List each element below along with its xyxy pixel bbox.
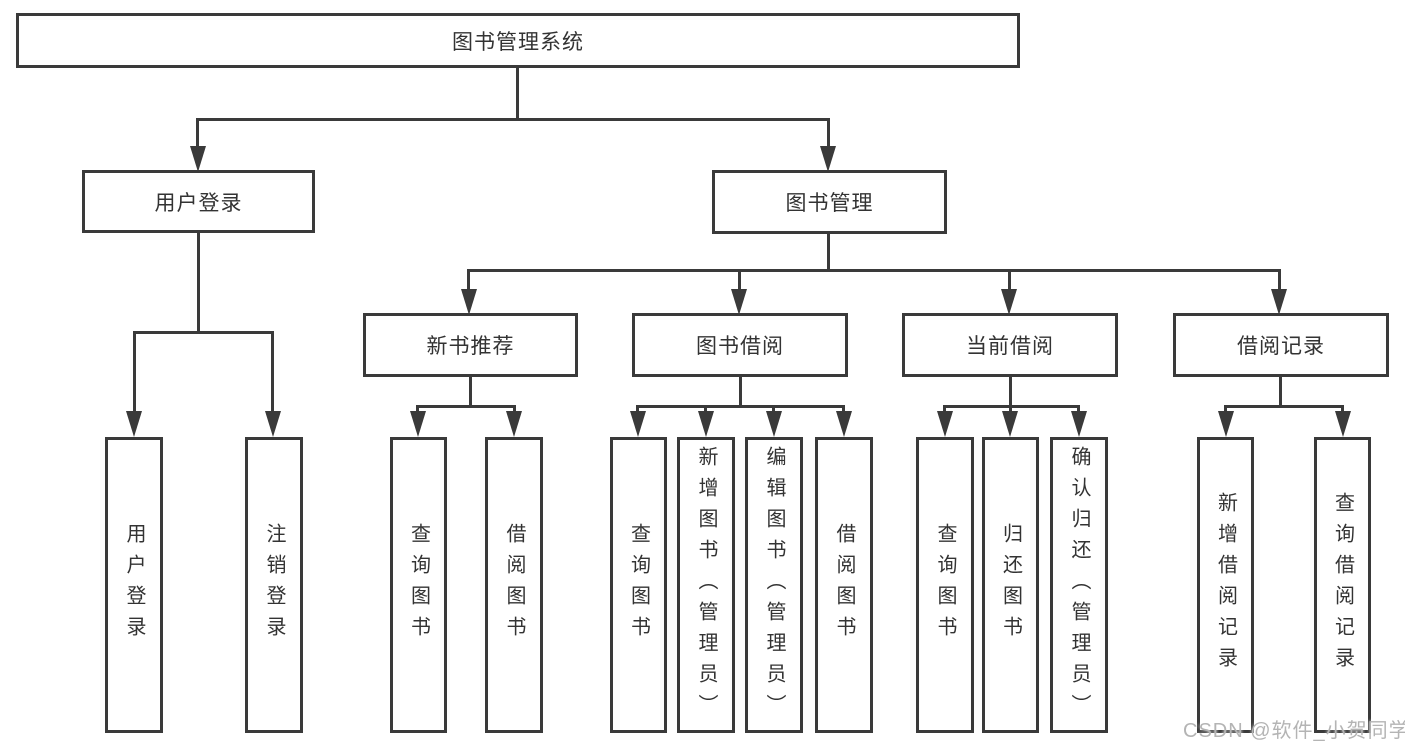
leaf-query-books-1-label: 查询图书 [407,523,430,647]
leaf-confirm-return-admin: 确认归还（管理员） [1050,437,1108,733]
connector-user-stub-right [271,331,274,415]
connector-mgmt-stub-1 [467,269,470,291]
leaf-query-borrow-record: 查询借阅记录 [1314,437,1371,733]
csdn-watermark: CSDN @软件_小贺同学 [1183,720,1405,742]
leaf-return-book: 归还图书 [982,437,1039,733]
node-book-borrow: 图书借阅 [632,313,848,377]
leaf-add-borrow-record-label: 新增借阅记录 [1214,492,1237,678]
node-book-management: 图书管理 [712,170,947,234]
connector-g4-vertical [1279,377,1282,407]
connector-g3-stub-2 [1009,405,1012,415]
leaf-query-books-2: 查询图书 [610,437,667,733]
connector-g2-stub-3 [772,405,775,415]
node-root: 图书管理系统 [16,13,1020,68]
node-root-label: 图书管理系统 [452,30,584,54]
arrowhead-g3-leaf-3 [1071,411,1087,437]
arrowhead-to-book-borrow [731,289,747,315]
leaf-borrow-books-1: 借阅图书 [485,437,543,733]
node-new-book-recommend: 新书推荐 [363,313,578,377]
leaf-confirm-return-admin-label: 确认归还（管理员） [1068,445,1090,725]
node-current-borrow-label: 当前借阅 [966,335,1054,358]
leaf-return-book-label: 归还图书 [999,523,1022,647]
connector-g4-stub-2 [1341,405,1344,415]
leaf-user-login-label: 用户登录 [123,523,145,647]
leaf-borrow-books-2: 借阅图书 [815,437,873,733]
arrowhead-g2-leaf-3 [766,411,782,437]
arrowhead-to-current-borrow [1001,289,1017,315]
node-book-borrow-label: 图书借阅 [696,335,784,358]
arrowhead-to-new-book-recommend [461,289,477,315]
arrowhead-to-book-management [820,146,836,172]
arrowhead-g2-leaf-1 [630,411,646,437]
node-new-book-recommend-label: 新书推荐 [426,335,515,358]
connector-g2-stub-2 [704,405,707,415]
leaf-borrow-books-2-label: 借阅图书 [833,523,855,647]
connector-user-vertical [197,233,200,334]
leaf-logout-label: 注销登录 [263,523,285,647]
leaf-user-login: 用户登录 [105,437,163,733]
connector-g4-stub-1 [1224,405,1227,415]
connector-g1-stub-1 [416,405,419,415]
arrowhead-g4-leaf-1 [1218,411,1234,437]
connector-g2-stub-1 [636,405,639,415]
connector-root-horizontal [196,118,830,121]
arrowhead-to-leaf-logout [265,411,281,437]
connector-g2-stub-4 [842,405,845,415]
node-book-management-label: 图书管理 [785,192,874,215]
connector-root-stub-right [827,118,830,150]
arrowhead-g3-leaf-1 [937,411,953,437]
connector-mgmt-stub-2 [738,269,741,291]
leaf-add-book-admin-label: 新增图书（管理员） [695,445,717,725]
arrowhead-g1-leaf-1 [410,411,426,437]
arrowhead-g1-leaf-2 [506,411,522,437]
connector-mgmt-vertical [827,234,830,272]
connector-root-vertical [516,68,519,120]
connector-g2-vertical [739,377,742,407]
connector-root-stub-left [196,118,199,150]
connector-g3-stub-1 [943,405,946,415]
connector-g4-horizontal [1224,405,1344,408]
connector-g1-vertical [469,377,472,407]
arrowhead-g4-leaf-2 [1335,411,1351,437]
leaf-query-books-2-label: 查询图书 [627,523,650,647]
arrowhead-g2-leaf-2 [698,411,714,437]
leaf-borrow-books-1-label: 借阅图书 [503,523,525,647]
arrowhead-to-borrow-records [1271,289,1287,315]
node-borrow-records-label: 借阅记录 [1237,335,1325,358]
node-user-login-label: 用户登录 [154,191,243,215]
leaf-query-books-3-label: 查询图书 [934,523,956,647]
arrowhead-g2-leaf-4 [836,411,852,437]
node-borrow-records: 借阅记录 [1173,313,1389,377]
connector-g3-stub-3 [1077,405,1080,415]
arrowhead-g3-leaf-2 [1002,411,1018,437]
leaf-add-borrow-record: 新增借阅记录 [1197,437,1254,733]
connector-user-stub-left [133,331,136,415]
leaf-query-borrow-record-label: 查询借阅记录 [1331,492,1354,678]
connector-user-horizontal [133,331,274,334]
leaf-logout: 注销登录 [245,437,303,733]
leaf-edit-book-admin-label: 编辑图书（管理员） [763,445,785,725]
connector-mgmt-horizontal [467,269,1280,272]
leaf-query-books-1: 查询图书 [390,437,447,733]
node-current-borrow: 当前借阅 [902,313,1118,377]
connector-g3-vertical [1009,377,1012,407]
arrowhead-to-user-login [190,146,206,172]
connector-g1-stub-2 [513,405,516,415]
leaf-query-books-3: 查询图书 [916,437,974,733]
connector-mgmt-stub-3 [1008,269,1011,291]
node-user-login: 用户登录 [82,170,315,233]
arrowhead-to-leaf-user-login [126,411,142,437]
connector-g2-horizontal [636,405,845,408]
connector-g1-horizontal [416,405,516,408]
connector-mgmt-stub-4 [1278,269,1281,291]
leaf-edit-book-admin: 编辑图书（管理员） [745,437,803,733]
leaf-add-book-admin: 新增图书（管理员） [677,437,735,733]
